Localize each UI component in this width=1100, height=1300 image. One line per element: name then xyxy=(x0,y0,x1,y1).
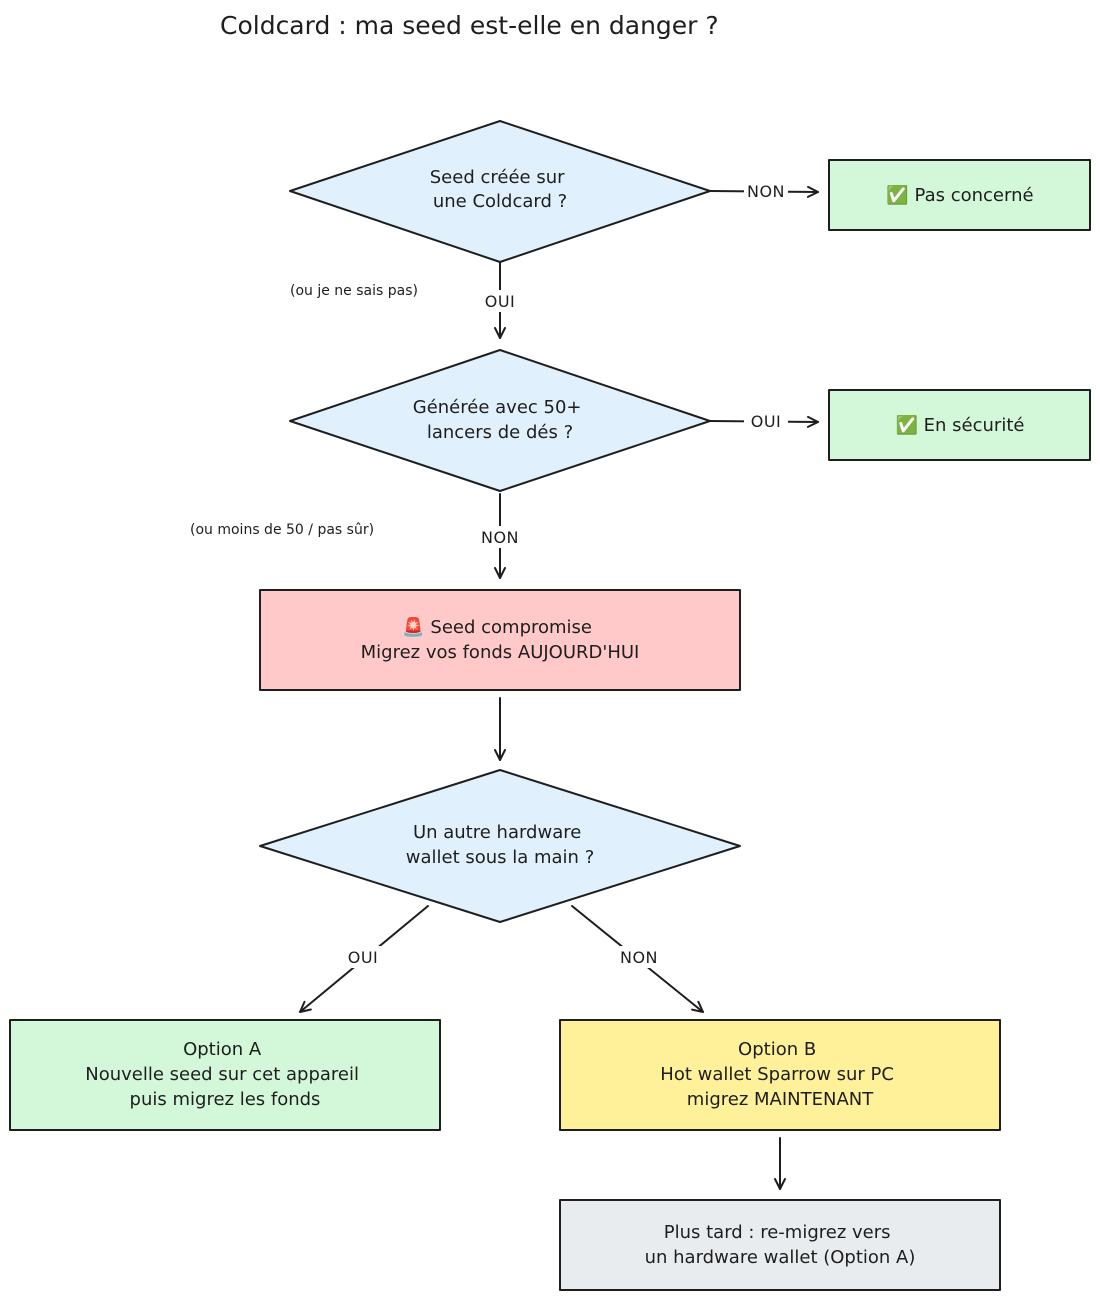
edge-label-hardware-yes: OUI xyxy=(348,948,379,967)
result-text: ✅ En sécurité xyxy=(896,414,1025,436)
option-line: migrez MAINTENANT xyxy=(687,1089,874,1110)
decision-text: Un autre hardware wallet sous la main ? xyxy=(406,822,595,868)
option-line: Option A xyxy=(183,1039,262,1060)
decision-diamond xyxy=(289,120,711,263)
option-line: puis migrez les fonds xyxy=(130,1089,321,1110)
edge-label-bg xyxy=(744,181,788,201)
option-a-box xyxy=(9,1019,441,1131)
decision-text: Seed créée sur une Coldcard ? xyxy=(430,167,571,212)
option-b: Option B Hot wallet Sparrow sur PC migre… xyxy=(559,1019,1001,1131)
alert-text: 🚨 Seed compromise Migrez vos fonds AUJOU… xyxy=(361,616,640,663)
edge-label-created-no: NON xyxy=(747,182,785,201)
later-line: un hardware wallet (Option A) xyxy=(645,1247,916,1268)
edge-label-bg xyxy=(478,526,522,548)
option-b-box xyxy=(559,1019,1001,1131)
later-text: Plus tard : re-migrez vers un hardware w… xyxy=(645,1222,916,1268)
option-line: Hot wallet Sparrow sur PC xyxy=(660,1064,894,1085)
note-unsure-dice: (ou moins de 50 / pas sûr) xyxy=(190,522,374,538)
edge-label-bg xyxy=(340,946,386,968)
alert-box xyxy=(259,589,741,691)
result-not-concerned: ✅ Pas concerné xyxy=(828,159,1091,231)
decision-line: une Coldcard ? xyxy=(433,191,567,212)
decision-diamond xyxy=(259,769,741,923)
note-unsure-created: (ou je ne sais pas) xyxy=(290,283,418,299)
edge-label-hardware-no: NON xyxy=(620,948,658,967)
option-a: Option A Nouvelle seed sur cet appareil … xyxy=(9,1019,441,1131)
alert-seed-compromised: 🚨 Seed compromise Migrez vos fonds AUJOU… xyxy=(259,589,741,691)
edge-label-bg xyxy=(744,411,788,431)
option-a-text: Option A Nouvelle seed sur cet appareil … xyxy=(85,1039,364,1110)
alert-line: Migrez vos fonds AUJOURD'HUI xyxy=(361,642,640,663)
decision-dice-rolls: Générée avec 50+ lancers de dés ? xyxy=(289,349,711,492)
decision-line: Générée avec 50+ xyxy=(413,397,582,418)
edge-label-bg xyxy=(616,946,662,968)
diagram-title: Coldcard : ma seed est-elle en danger ? xyxy=(220,11,719,40)
later-box xyxy=(559,1199,1001,1291)
decision-line: lancers de dés ? xyxy=(427,422,573,443)
decision-seed-created: Seed créée sur une Coldcard ? xyxy=(289,120,711,263)
result-line: ✅ En sécurité xyxy=(896,414,1025,436)
edge-label-dice-yes: OUI xyxy=(751,412,782,431)
result-safe: ✅ En sécurité xyxy=(828,389,1091,461)
later-line: Plus tard : re-migrez vers xyxy=(664,1222,891,1243)
edge-label-created-yes: OUI xyxy=(485,292,516,311)
decision-line: Seed créée sur xyxy=(430,167,565,188)
option-line: Nouvelle seed sur cet appareil xyxy=(85,1064,359,1085)
result-box xyxy=(828,389,1091,461)
result-text: ✅ Pas concerné xyxy=(886,184,1033,206)
decision-diamond xyxy=(289,349,711,492)
edge-label-dice-no: NON xyxy=(481,528,519,547)
option-b-text: Option B Hot wallet Sparrow sur PC migre… xyxy=(660,1039,899,1110)
decision-line: Un autre hardware xyxy=(413,822,581,843)
result-line: ✅ Pas concerné xyxy=(886,184,1033,206)
option-line: Option B xyxy=(738,1039,816,1060)
decision-line: wallet sous la main ? xyxy=(406,847,595,868)
alert-line: 🚨 Seed compromise xyxy=(402,616,592,638)
decision-other-hardware: Un autre hardware wallet sous la main ? xyxy=(259,769,741,923)
edge-label-bg xyxy=(478,290,522,312)
result-box xyxy=(828,159,1091,231)
decision-text: Générée avec 50+ lancers de dés ? xyxy=(413,397,587,443)
later-remigrate: Plus tard : re-migrez vers un hardware w… xyxy=(559,1199,1001,1291)
